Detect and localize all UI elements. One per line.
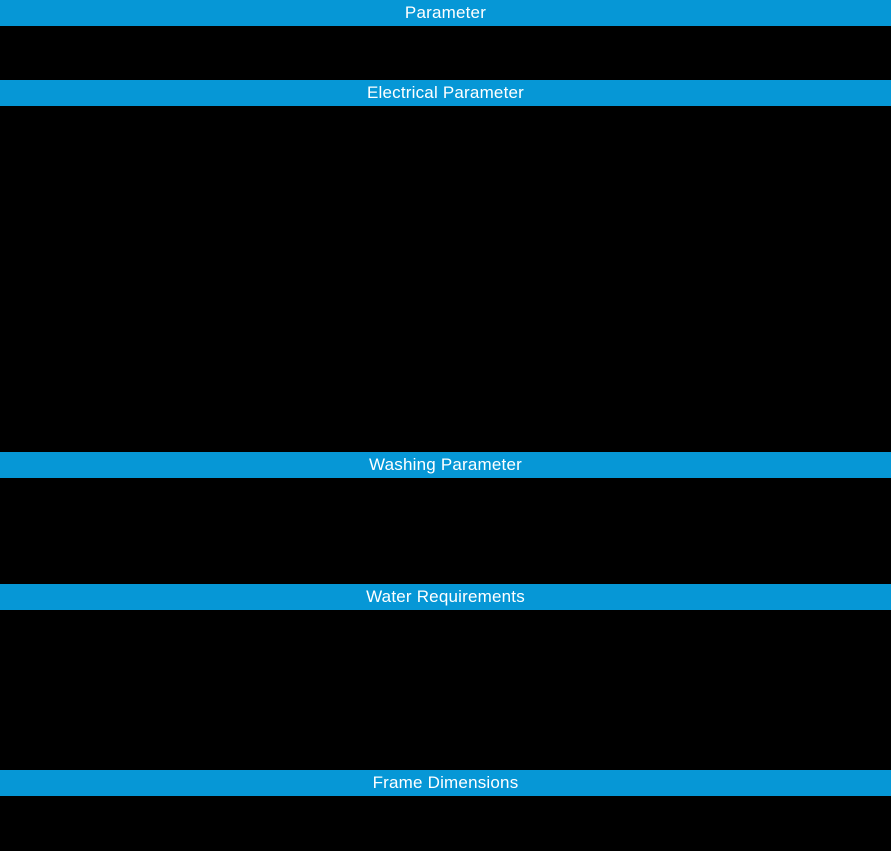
content-region-frame-dimensions (0, 796, 891, 851)
content-region-washing-parameter (0, 478, 891, 584)
section-header-water-requirements: Water Requirements (0, 584, 891, 610)
section-header-electrical-parameter-label: Electrical Parameter (366, 83, 525, 102)
section-header-frame-dimensions: Frame Dimensions (0, 770, 891, 796)
section-header-parameter-label: Parameter (404, 3, 487, 22)
section-header-parameter: Parameter (0, 0, 891, 26)
section-header-washing-parameter-label: Washing Parameter (369, 455, 522, 474)
section-header-water-requirements-label: Water Requirements (366, 587, 525, 606)
content-region-water-requirements (0, 610, 891, 770)
section-header-electrical-parameter: Electrical Parameter (0, 80, 891, 106)
content-region-parameter (0, 26, 891, 80)
content-region-electrical-parameter (0, 106, 891, 452)
section-header-frame-dimensions-label: Frame Dimensions (372, 773, 519, 792)
section-header-washing-parameter: Washing Parameter (0, 452, 891, 478)
